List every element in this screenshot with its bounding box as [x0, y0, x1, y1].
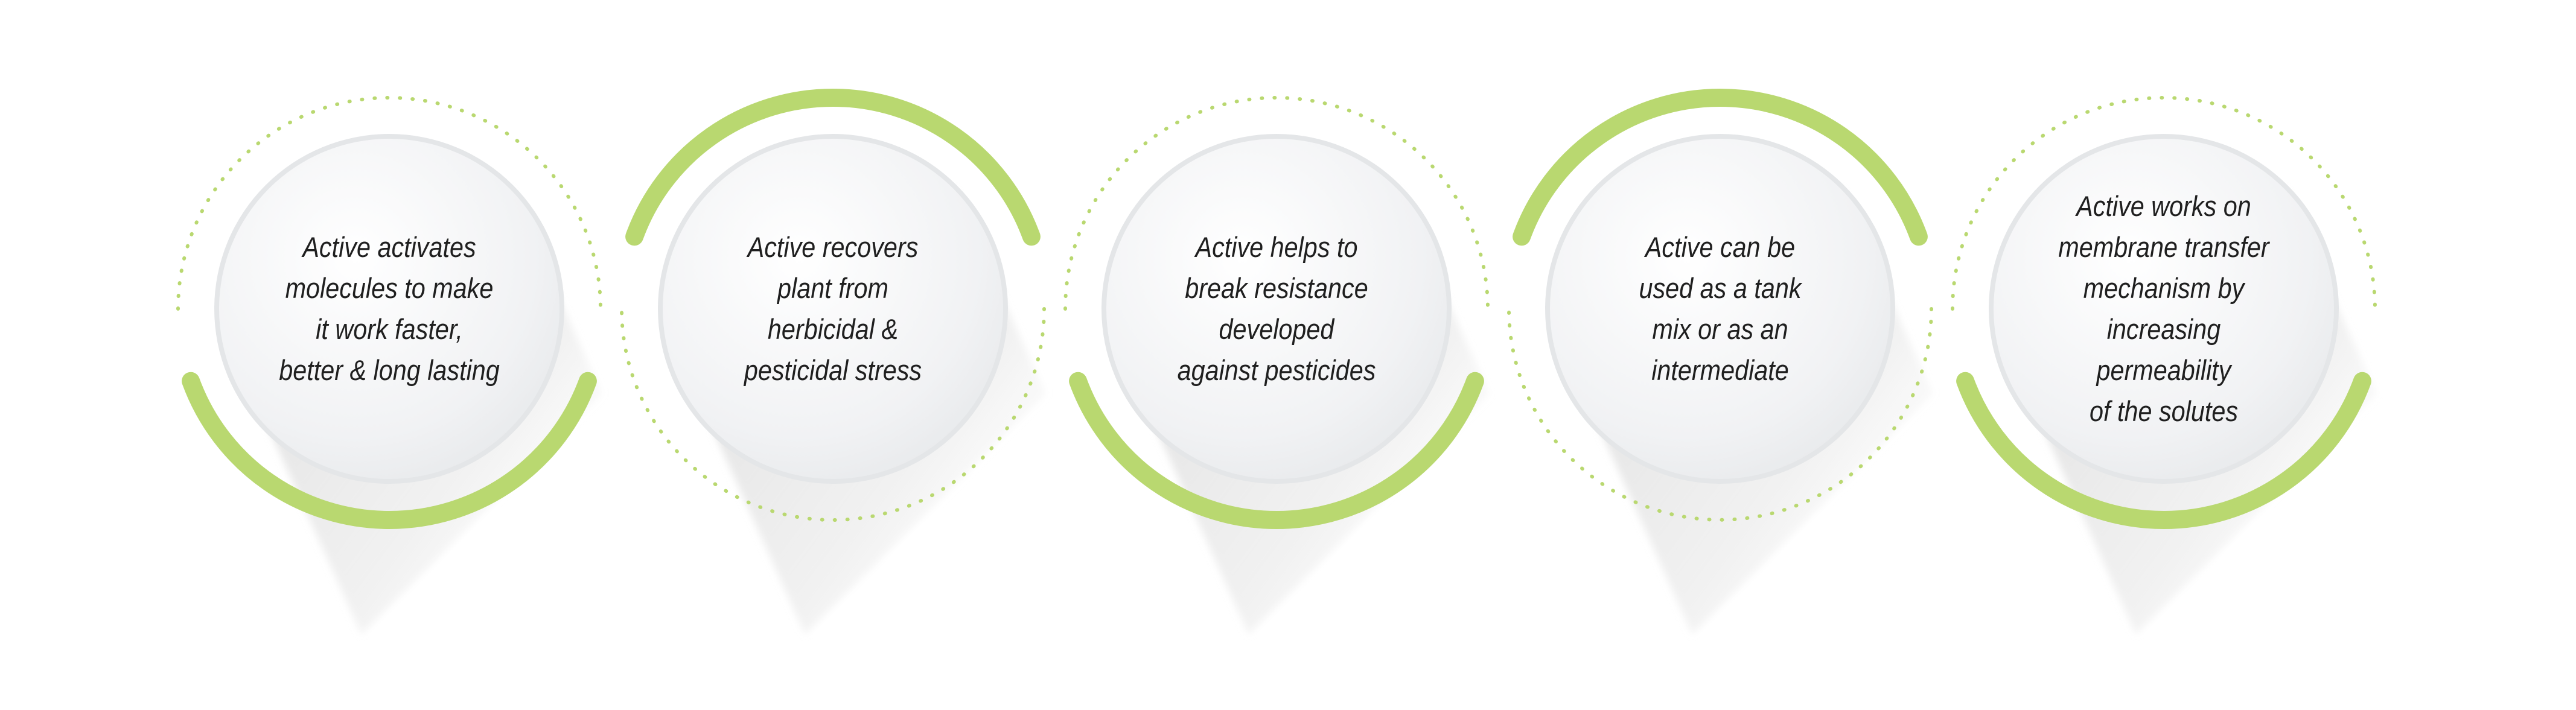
step-text-3: Active helps to break resistance developed… — [1152, 167, 1401, 451]
step-text-lines: Active helps to break resistance developed… — [1178, 227, 1376, 391]
step-text-line: it work faster, — [316, 313, 463, 345]
circle-face — [1994, 139, 2334, 479]
step-text-line: Active recovers — [747, 231, 919, 263]
step-text-lines: Active works on membrane transfer mechanis… — [2058, 186, 2269, 432]
ring-arc-dotted — [1063, 96, 1490, 311]
step-text-line: herbicidal & — [767, 313, 899, 345]
ring-arc-dotted — [1951, 96, 2377, 311]
step-text-line: developed — [1219, 313, 1334, 345]
step-text-lines: Active recovers plant from herbicidal & pes… — [744, 227, 922, 391]
circle-face — [1550, 139, 1890, 479]
step-text-line: of the solutes — [2089, 395, 2239, 427]
step-text-line: permeability — [2096, 354, 2231, 386]
step-text-line: mix or as an — [1652, 313, 1788, 345]
step-text-line: pesticidal stress — [744, 354, 922, 386]
step-text-line: against pesticides — [1177, 354, 1376, 386]
circle-face — [1106, 139, 1447, 479]
step-text-line: molecules to make — [285, 272, 494, 304]
step-text-2: Active recovers plant from herbicidal & pes… — [708, 167, 958, 451]
step-text-line: Active helps to — [1195, 231, 1358, 263]
step-text-line: membrane transfer — [2058, 231, 2269, 263]
ring-arc-dotted — [1507, 307, 1933, 522]
ring-arc-solid — [1513, 89, 1928, 246]
step-text-line: Active works on — [2076, 190, 2251, 222]
step-text-line: better & long lasting — [279, 354, 500, 386]
step-text-line: plant from — [777, 272, 888, 304]
step-text-line: Active can be — [1645, 231, 1796, 263]
ring-arc-dotted — [620, 307, 1046, 522]
circle-face — [663, 139, 1003, 479]
circle-face — [219, 139, 560, 479]
step-text-line: break resistance — [1185, 272, 1368, 304]
step-text-5: Active works on membrane transfer mechanis… — [2039, 167, 2289, 451]
ring-arc-solid — [1069, 372, 1484, 529]
step-text-4: Active can be used as a tank mix or as an i… — [1595, 167, 1845, 451]
ring-arc-dotted — [176, 96, 602, 311]
step-text-lines: Active can be used as a tank mix or as an i… — [1639, 227, 1801, 391]
step-text-line: Active activates — [302, 231, 476, 263]
step-text-1: Active activates molecules to make it work… — [264, 167, 514, 451]
ring-arc-solid — [1956, 372, 2371, 529]
step-text-line: increasing — [2106, 313, 2221, 345]
step-text-lines: Active activates molecules to make it work… — [279, 227, 500, 391]
step-text-line: intermediate — [1651, 354, 1789, 386]
ring-arc-solid — [625, 89, 1041, 246]
step-text-line: mechanism by — [2083, 272, 2245, 304]
ring-arc-solid — [182, 372, 597, 529]
step-text-line: used as a tank — [1639, 272, 1802, 304]
